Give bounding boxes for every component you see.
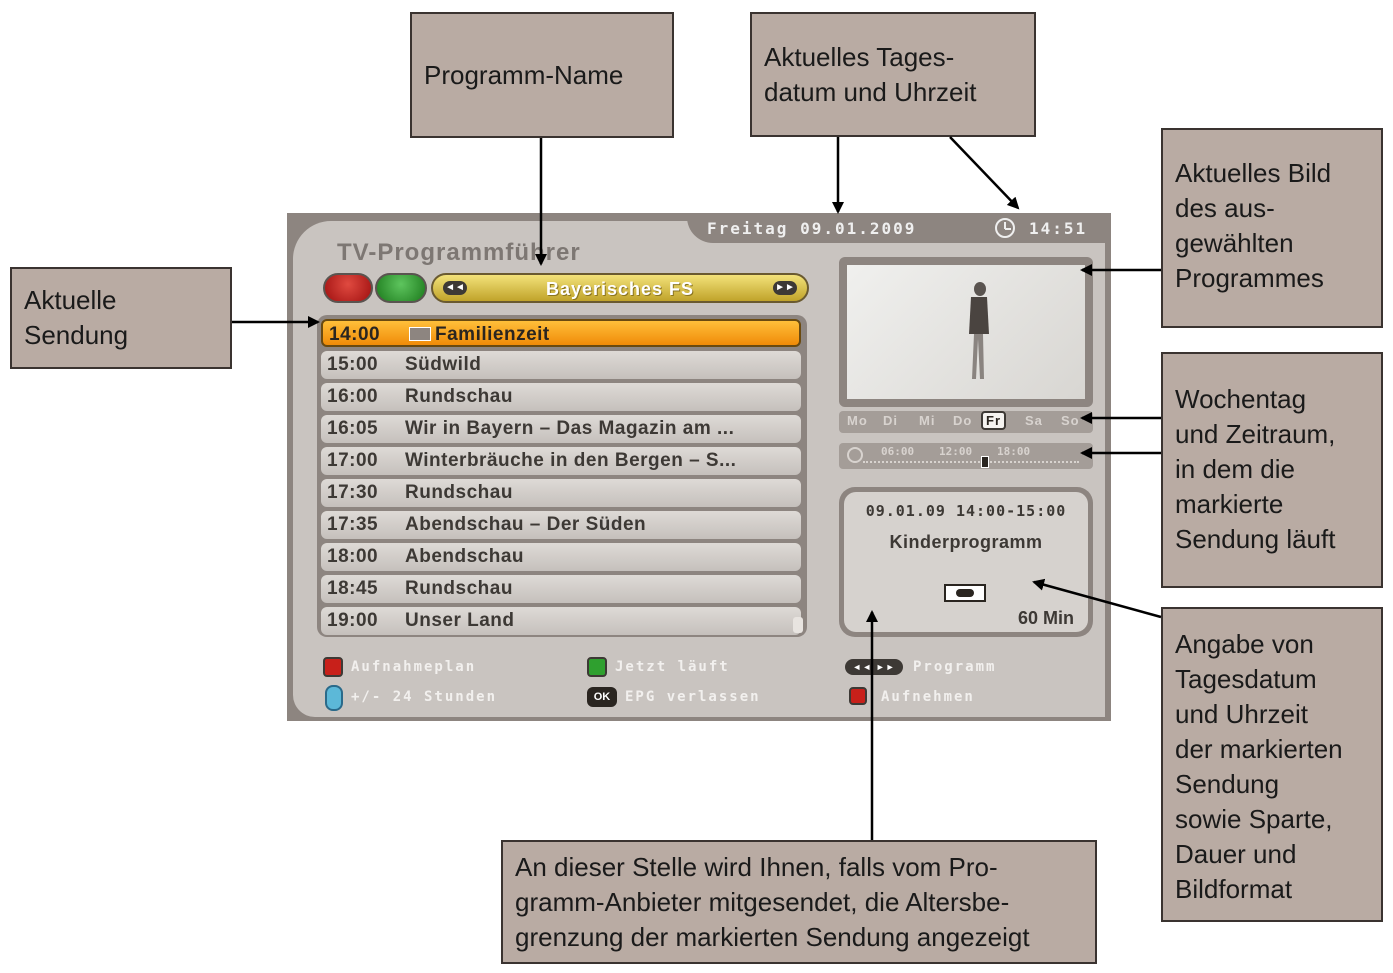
programme-time: 17:30 (327, 482, 379, 503)
programme-name: Winterbräuche in den Bergen – S... (405, 450, 737, 471)
programme-name: Familienzeit (435, 324, 550, 345)
legend-24-stunden: +/- 24 Stunden (351, 689, 498, 705)
time-tick: 06:00 (881, 445, 915, 458)
preview-frame (839, 257, 1093, 407)
callout-altersbegrenzung: An dieser Stelle wird Ihnen, falls vom P… (501, 840, 1097, 964)
programme-name: Abendschau (405, 546, 525, 567)
programme-time: 18:45 (327, 578, 379, 599)
weekday-fr[interactable]: Fr (981, 411, 1006, 430)
programme-name: Rundschau (405, 578, 513, 599)
programme-row[interactable]: 17:30 Rundschau (321, 479, 801, 507)
channel-selector[interactable]: ◄◄ Bayerisches FS ►► (431, 273, 809, 303)
weekday-di[interactable]: Di (883, 413, 898, 428)
programme-row[interactable]: 17:35 Abendschau – Der Süden (321, 511, 801, 539)
programme-time: 17:35 (327, 514, 379, 535)
weekday-mo[interactable]: Mo (847, 413, 868, 428)
programme-name: Abendschau – Der Süden (405, 514, 647, 535)
weekday-strip: Mo Di Mi Do Fr Sa So (839, 411, 1093, 433)
info-datetime: 09.01.09 14:00-15:00 (865, 502, 1067, 520)
programme-name: Unser Land (405, 610, 515, 631)
up-down-arrows-icon (325, 685, 343, 711)
ok-key-icon: OK (587, 687, 617, 707)
programme-row[interactable]: 18:45 Rundschau (321, 575, 801, 603)
programme-time: 18:00 (327, 546, 379, 567)
scroll-down-icon[interactable] (793, 617, 803, 633)
weekday-do[interactable]: Do (953, 413, 973, 428)
callout-sendungs-angaben: Angabe von Tagesdatum und Uhrzeit der ma… (1161, 607, 1383, 922)
channel-next-icon[interactable]: ►► (773, 281, 797, 295)
person-figure-icon (969, 282, 989, 379)
weekday-sa[interactable]: Sa (1025, 413, 1043, 428)
info-genre: Kinderprogramm (889, 532, 1043, 552)
epg-panel: TV-Programmführer ◄◄ Bayerisches FS ►► 1… (293, 221, 1105, 717)
programme-row[interactable]: 15:00 Südwild (321, 351, 801, 379)
epg-screen: TV-Programmführer ◄◄ Bayerisches FS ►► 1… (287, 213, 1111, 721)
programme-row[interactable]: 16:05 Wir in Bayern – Das Magazin am ... (321, 415, 801, 443)
legend-jetzt-laeuft: Jetzt läuft (615, 659, 730, 675)
weekday-so[interactable]: So (1061, 413, 1080, 428)
live-preview (847, 265, 1085, 399)
programme-row[interactable]: 17:00 Winterbräuche in den Bergen – S... (321, 447, 801, 475)
channel-name: Bayerisches FS (545, 279, 695, 299)
time-axis (863, 461, 1079, 465)
programme-list: 14:00 Familienzeit 15:00 Südwild 16:00 R… (317, 315, 807, 637)
legend-aufnehmen: Aufnehmen (881, 689, 975, 705)
programme-info-inner: 09.01.09 14:00-15:00 Kinderprogramm 60 M… (844, 492, 1088, 632)
channel-keys-icon: ◄◄ ►► (845, 659, 903, 675)
programme-time: 16:00 (327, 386, 379, 407)
programme-time: 15:00 (327, 354, 379, 375)
legend-programm: Programm (913, 659, 997, 675)
channel-prev-icon[interactable]: ◄◄ (443, 281, 467, 295)
current-date: Freitag 09.01.2009 (707, 219, 917, 238)
current-time: 14:51 (1029, 219, 1088, 238)
programme-info-box: 09.01.09 14:00-15:00 Kinderprogramm 60 M… (839, 487, 1093, 637)
legend-aufnahmeplan: Aufnahmeplan (351, 659, 477, 675)
programme-row[interactable]: 16:00 Rundschau (321, 383, 801, 411)
arrow-angabe (1032, 578, 1162, 619)
clock-icon (847, 447, 863, 463)
programme-time: 16:05 (327, 418, 379, 439)
time-tick: 18:00 (997, 445, 1031, 458)
callout-aktuelle-sendung: Aktuelle Sendung (10, 267, 232, 369)
green-key-icon (587, 657, 607, 677)
arrow-uhrzeit (949, 136, 1020, 210)
programme-row[interactable]: 19:00 Unser Land (321, 607, 801, 635)
callout-text: Programm-Name (424, 59, 624, 90)
weekday-mi[interactable]: Mi (919, 413, 936, 428)
callout-aktuelles-bild: Aktuelles Bild des aus- gewählten Progra… (1161, 128, 1383, 328)
programme-name: Rundschau (405, 482, 513, 503)
programme-time: 17:00 (327, 450, 379, 471)
green-button[interactable] (375, 273, 427, 303)
programme-name: Rundschau (405, 386, 513, 407)
red-key-icon (323, 657, 343, 677)
picture-format-icon (944, 584, 986, 602)
callout-datum-uhrzeit: Aktuelles Tages- datum und Uhrzeit (750, 12, 1036, 137)
programme-row[interactable]: 18:00 Abendschau (321, 543, 801, 571)
programme-time: 14:00 (329, 324, 381, 345)
record-key-icon (849, 687, 867, 705)
time-tick: 12:00 (939, 445, 973, 458)
info-duration: 60 Min (1017, 608, 1074, 628)
status-bar (687, 213, 1111, 243)
red-button[interactable] (323, 273, 373, 303)
legend-epg-verlassen: EPG verlassen (625, 689, 761, 705)
time-range-strip: 06:00 12:00 18:00 (839, 443, 1093, 469)
callout-wochentag-zeitraum: Wochentag und Zeitraum, in dem die marki… (1161, 352, 1383, 588)
info-icon (409, 327, 431, 341)
programme-row[interactable]: 14:00 Familienzeit (321, 319, 801, 347)
clock-icon (995, 218, 1015, 238)
programme-name: Wir in Bayern – Das Magazin am ... (405, 418, 735, 439)
time-marker (981, 456, 989, 468)
programme-time: 19:00 (327, 610, 379, 631)
programme-name: Südwild (405, 354, 482, 375)
callout-programm-name: Programm-Name (410, 12, 674, 138)
